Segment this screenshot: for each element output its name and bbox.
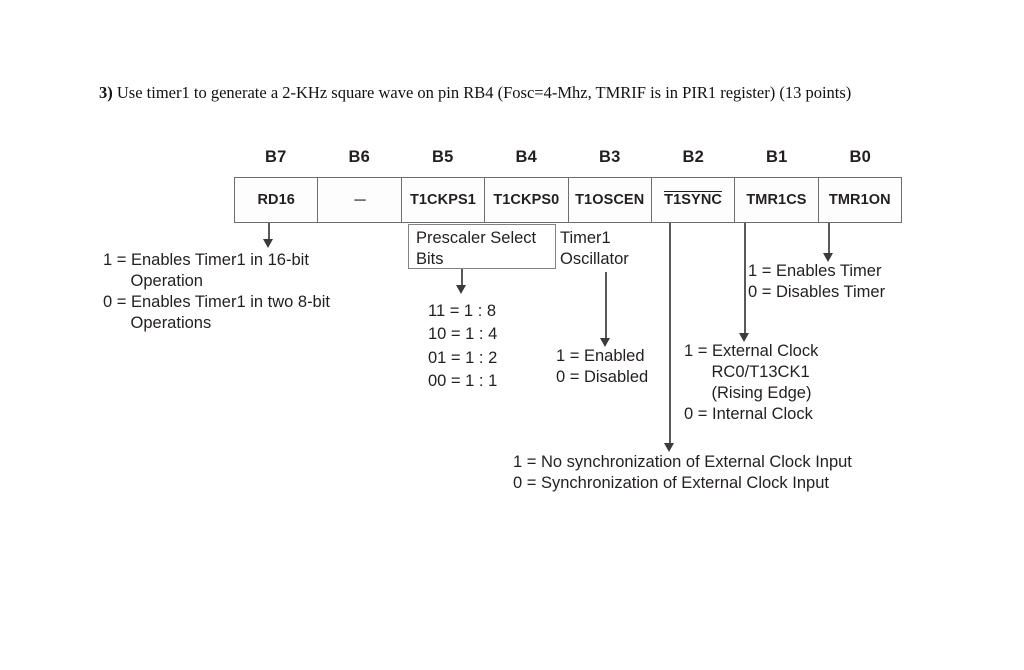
connector-line-tmr1on [828,223,830,255]
register-cell-unimplemented: --- [318,178,402,222]
annotation-t1oscen-title: Timer1 Oscillator [560,229,629,269]
register-cell-t1ckps0-label: T1CKPS0 [493,192,560,208]
connector-line-t1oscen [605,272,607,340]
bit-label-b4: B4 [515,148,537,166]
register-cell-t1ckps1-label: T1CKPS1 [409,192,476,208]
register-cell-tmr1on: TMR1ON [819,178,901,222]
question-text: 3) Use timer1 to generate a 2-KHz square… [99,80,904,107]
connector-arrow-t1oscen [600,338,610,347]
register-cell-t1ckps0: T1CKPS0 [485,178,569,222]
register-cell-tmr1cs: TMR1CS [735,178,819,222]
register-cell-rd16-label: RD16 [257,192,295,208]
connector-line-prescaler [461,269,463,287]
connector-arrow-t1sync [664,443,674,452]
annotation-t1sync: 1 = No synchronization of External Clock… [513,453,852,493]
register-cell-t1oscen-label: T1OSCEN [575,192,645,208]
register-cell-t1ckps1: T1CKPS1 [402,178,486,222]
connector-line-tmr1cs [744,223,746,335]
bit-label-b1: B1 [766,148,788,166]
register-cell-t1sync: T1SYNC [652,178,736,222]
bit-label-b2: B2 [682,148,704,166]
connector-arrow-tmr1cs [739,333,749,342]
register-bit-table: RD16 --- T1CKPS1 T1CKPS0 T1OSCEN T1SYNC … [234,177,902,223]
register-cell-tmr1cs-label: TMR1CS [746,192,807,208]
bit-label-b0: B0 [849,148,871,166]
annotation-prescaler-title: Prescaler Select Bits [408,224,556,269]
annotation-prescaler-values: 11 = 1 : 8 10 = 1 : 4 01 = 1 : 2 00 = 1 … [428,302,498,391]
bit-label-b3: B3 [599,148,621,166]
bit-number-row: B7 B6 B5 B4 B3 B2 B1 B0 [234,148,902,174]
bit-label-b5: B5 [432,148,454,166]
annotation-t1oscen-values: 1 = Enabled 0 = Disabled [556,347,649,387]
connector-arrow-prescaler [456,285,466,294]
annotation-tmr1on: 1 = Enables Timer 0 = Disables Timer [748,262,886,302]
connector-arrow-rd16 [263,239,273,248]
annotation-rd16: 1 = Enables Timer1 in 16-bit Operation 0… [103,251,330,333]
connector-line-rd16 [268,223,270,241]
register-cell-t1oscen: T1OSCEN [569,178,652,222]
question-number: 3) [99,83,113,102]
bit-label-b7: B7 [265,148,287,166]
bit-label-b6: B6 [348,148,370,166]
register-cell-tmr1on-label: TMR1ON [828,192,891,208]
connector-line-t1sync [669,223,671,445]
register-cell-unimplemented-label: --- [353,192,366,208]
connector-arrow-tmr1on [823,253,833,262]
annotation-tmr1cs: 1 = External Clock RC0/T13CK1 (Rising Ed… [684,342,819,424]
register-cell-rd16: RD16 [235,178,319,222]
register-cell-t1sync-label: T1SYNC [664,191,722,209]
question-body: Use timer1 to generate a 2-KHz square wa… [116,83,852,102]
